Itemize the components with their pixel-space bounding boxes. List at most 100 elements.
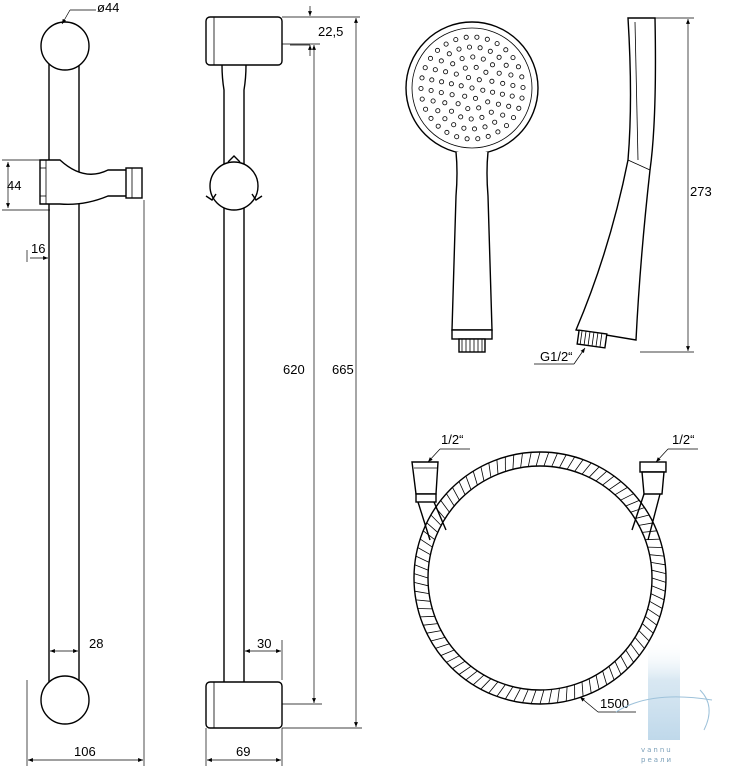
nozzle [510, 115, 516, 121]
hose-rib [625, 649, 634, 663]
nozzle [488, 109, 494, 115]
nozzle [438, 90, 444, 96]
hose-rib [566, 456, 576, 470]
hose-rib [472, 470, 478, 486]
hose-rib [488, 462, 492, 478]
nozzle [418, 86, 424, 92]
nozzle [495, 129, 501, 135]
hose-outer-edge [413, 451, 667, 705]
nozzle [468, 116, 474, 122]
hose-rib [602, 475, 615, 486]
hose-rib [530, 689, 537, 704]
hand-shower-side [534, 17, 694, 365]
nozzle [428, 88, 434, 94]
hose-rib [430, 514, 442, 526]
hose-rib [559, 454, 567, 468]
nozzle [448, 108, 454, 114]
nozzle [419, 96, 425, 102]
nozzle [472, 95, 478, 101]
label-head-length: 273 [690, 184, 712, 199]
hose-rib [440, 500, 450, 513]
hose-rib [614, 487, 628, 496]
hose-rib [647, 608, 661, 618]
nozzle [503, 62, 509, 68]
nozzle [466, 44, 472, 50]
hose-rib [588, 466, 600, 478]
nozzle [503, 47, 509, 53]
hose-rib [625, 500, 640, 507]
nozzle [473, 64, 479, 70]
hose-rib [634, 637, 645, 649]
shower-nozzles [418, 34, 526, 142]
nozzle [429, 77, 435, 83]
hose-lead-right-inner [647, 493, 661, 541]
hose-rib [465, 670, 478, 681]
label-length-total: 665 [332, 362, 354, 377]
nozzle [449, 92, 455, 98]
hose-rib [620, 493, 634, 501]
nozzle [442, 116, 448, 122]
nozzle [510, 55, 516, 61]
hose-rib [496, 684, 506, 697]
label-thread: G1/2“ [540, 349, 573, 364]
nozzle [465, 75, 471, 81]
hose-rib [649, 554, 665, 557]
hose-rib [465, 475, 472, 490]
nozzle [439, 79, 445, 85]
nozzle [479, 114, 485, 120]
hose-rib [414, 582, 429, 587]
hose-rib [480, 466, 485, 482]
nozzle [461, 125, 467, 131]
hose-rib [614, 661, 622, 675]
hose-rib [588, 678, 592, 694]
hose-rib [638, 630, 650, 642]
hose-lead-left-inner [433, 501, 447, 531]
nozzle [485, 99, 491, 105]
nozzle [453, 71, 459, 77]
nozzle [490, 89, 496, 95]
label-rod-width: 28 [89, 636, 103, 651]
hose-rib [488, 681, 499, 694]
nozzle [455, 101, 461, 107]
hose-lead-left-outer [417, 501, 431, 541]
nozzle [500, 80, 506, 86]
hose-rib [458, 665, 472, 675]
nozzle [474, 34, 480, 40]
hose-coil [413, 451, 667, 705]
nozzle [483, 69, 489, 75]
label-slider-height: 44 [7, 178, 21, 193]
hose-rib [551, 453, 558, 467]
hose-rib [522, 689, 529, 703]
hose-rib [527, 452, 532, 467]
hose-rib [651, 577, 667, 583]
hose-rib [513, 688, 521, 702]
nozzle [444, 129, 450, 135]
nozzle [438, 58, 444, 64]
hose-rib [642, 623, 654, 634]
hose-rib [504, 686, 514, 700]
nozzle [489, 62, 495, 68]
nozzle [515, 64, 521, 70]
side-view-dimensions [205, 6, 362, 766]
hose-rib [620, 655, 628, 669]
nozzle [509, 93, 515, 99]
hose-rib [595, 470, 608, 482]
label-top-offset: 22,5 [318, 24, 343, 39]
label-hose-end-left: 1/2“ [441, 432, 463, 447]
nozzle [430, 98, 436, 104]
nozzle [506, 103, 512, 109]
nozzle [464, 136, 470, 142]
nozzle [423, 106, 429, 112]
nozzle [475, 136, 481, 142]
label-length-inner: 620 [283, 362, 305, 377]
nozzle [487, 48, 493, 54]
label-hose-length: 1500 [600, 696, 629, 711]
nozzle [485, 133, 491, 139]
nozzle [458, 114, 464, 120]
hose-rib [548, 689, 553, 704]
nozzle [463, 34, 469, 40]
nozzle [503, 123, 509, 129]
nozzle [482, 124, 488, 130]
watermark-logo: vannu реали [615, 640, 713, 764]
hose-rib [574, 459, 584, 472]
